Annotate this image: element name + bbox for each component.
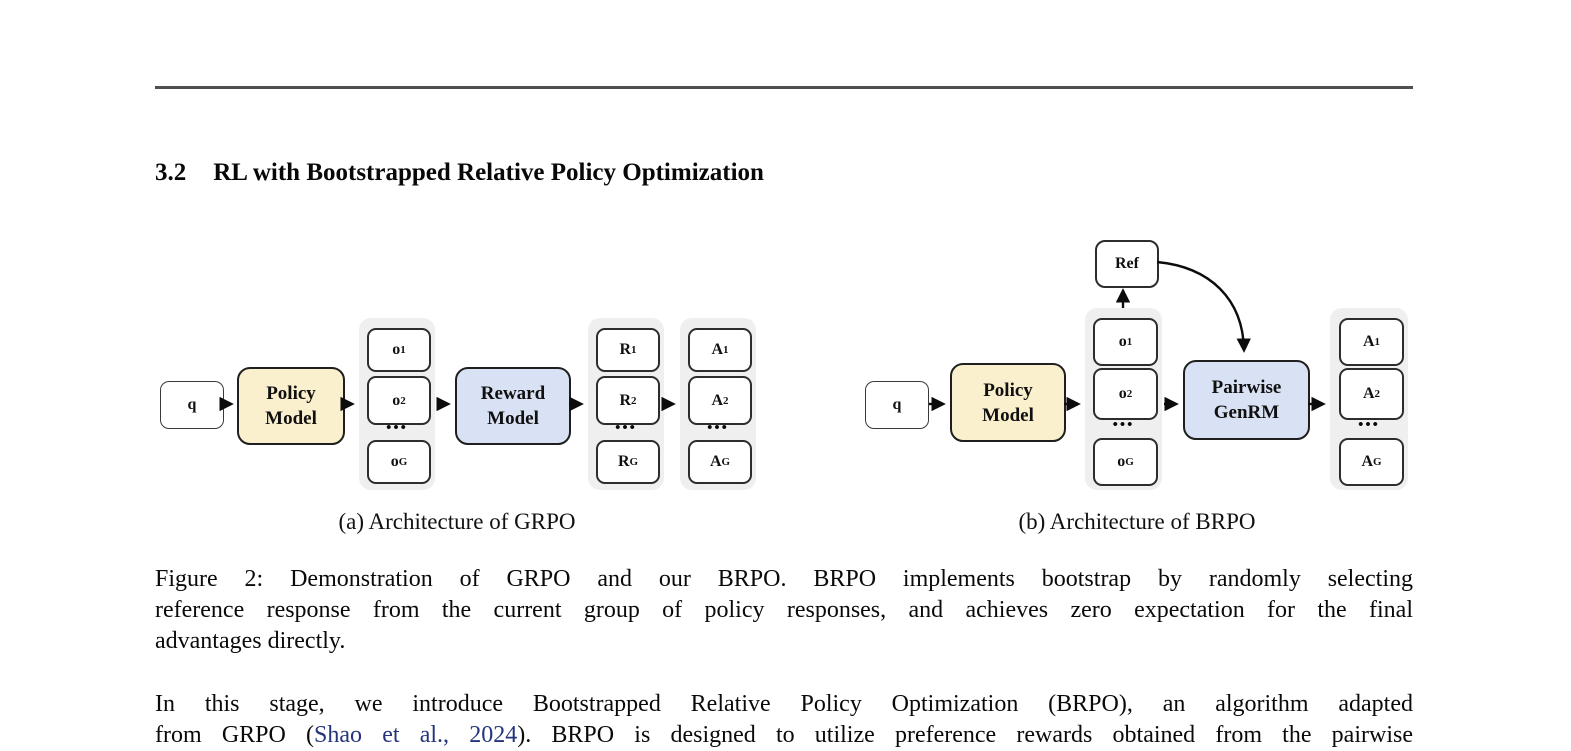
brpo-ref-label: Ref — [1115, 255, 1139, 272]
body-line2-post: ). BRPO is designed to utilize preferenc… — [517, 722, 1413, 748]
brpo-arrow-ref-to-genrm — [1156, 260, 1251, 353]
grpo-reward-1-label: R — [619, 341, 632, 358]
brpo-output-G-label: o — [1117, 453, 1126, 470]
figure-caption-line2: reference response from the current grou… — [155, 597, 1413, 623]
section-heading: 3.2 RL with Bootstrapped Relative Policy… — [155, 158, 1413, 188]
brpo-advantage-1-label: A — [1362, 333, 1375, 350]
grpo-advantage-2-label: A — [711, 391, 724, 409]
brpo-policy-line1: Policy — [983, 379, 1033, 401]
subfigure-caption-a: (a) Architecture of GRPO — [338, 509, 576, 534]
grpo-advantages-ellipsis: ••• — [707, 420, 729, 436]
brpo-query-label: q — [892, 396, 902, 413]
grpo-reward-model-box: Reward Model — [455, 367, 571, 445]
citation-link[interactable]: Shao et al., 2024 — [314, 722, 518, 748]
body-line1: In this stage, we introduce Bootstrapped… — [155, 691, 1413, 717]
brpo-advantage-2-label: A — [1362, 385, 1375, 402]
brpo-policy-line2: Model — [982, 404, 1034, 426]
body-paragraph: In this stage, we introduce Bootstrapped… — [155, 689, 1413, 751]
figure-caption-line1: Figure 2: Demonstration of GRPO and our … — [155, 566, 1413, 592]
grpo-reward-G-label: R — [617, 453, 630, 470]
body-line2-pre: from GRPO ( — [155, 722, 315, 748]
grpo-output-G-label: o — [390, 453, 399, 470]
figure-caption-line3: advantages directly. — [155, 628, 346, 654]
grpo-outputs-ellipsis: ••• — [386, 420, 408, 436]
figure-caption: Figure 2: Demonstration of GRPO and our … — [155, 564, 1413, 657]
brpo-pairwise-genrm-box: Pairwise GenRM — [1183, 360, 1310, 440]
grpo-advantage-1-label: A — [711, 341, 724, 358]
brpo-output-2-label: o — [1118, 385, 1127, 402]
top-rule — [155, 86, 1413, 89]
subfigure-caption-b: (b) Architecture of BRPO — [1018, 509, 1256, 534]
brpo-outputs-ellipsis: ••• — [1112, 417, 1135, 433]
brpo-query-box: q — [865, 381, 929, 429]
grpo-policy-model-box: Policy Model — [237, 367, 345, 445]
grpo-policy-line1: Policy — [266, 383, 316, 404]
brpo-output-1-label: o — [1118, 333, 1127, 350]
grpo-reward-2-label: R — [619, 391, 632, 409]
grpo-reward-line1: Reward — [480, 383, 546, 404]
grpo-policy-line2: Model — [265, 408, 317, 429]
grpo-advantage-G-label: A — [709, 453, 722, 470]
brpo-genrm-line2: GenRM — [1213, 402, 1280, 423]
brpo-genrm-line1: Pairwise — [1211, 377, 1282, 398]
brpo-policy-model-box: Policy Model — [950, 363, 1066, 442]
brpo-advantages-ellipsis: ••• — [1358, 417, 1380, 433]
grpo-query-box: q — [160, 381, 224, 429]
section-number: 3.2 — [155, 159, 187, 186]
grpo-output-1-label: o — [392, 341, 401, 358]
section-title: RL with Bootstrapped Relative Policy Opt… — [213, 159, 764, 186]
body-line2: from GRPO (Shao et al., 2024). BRPO is d… — [155, 720, 1413, 751]
grpo-output-2-label: o — [392, 391, 401, 409]
grpo-rewards-ellipsis: ••• — [615, 420, 637, 436]
brpo-ref-box: Ref — [1095, 240, 1159, 288]
grpo-reward-line2: Model — [487, 408, 539, 429]
grpo-query-label: q — [187, 396, 197, 413]
brpo-advantage-G-label: A — [1361, 453, 1373, 470]
